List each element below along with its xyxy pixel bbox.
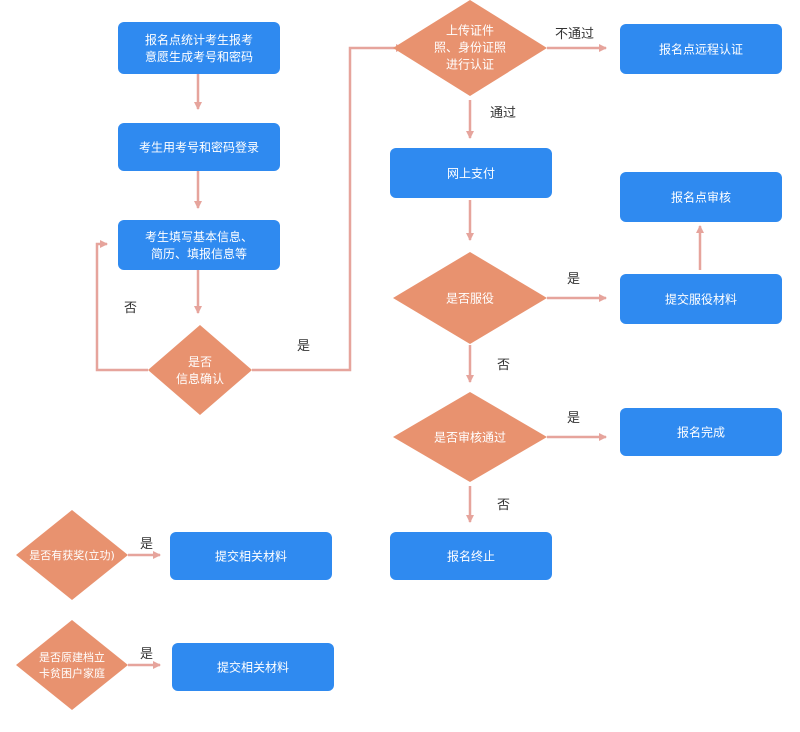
edge-label-yes-5: 是 [140,537,153,552]
svg-text:报名点审核: 报名点审核 [671,189,731,204]
node-n2: 考生用考号和密码登录 [118,123,280,171]
svg-text:上传证件照、身份证照进行认证: 上传证件照、身份证照进行认证 [434,22,506,71]
node-n3: 考生填写基本信息、简历、填报信息等 [118,220,280,270]
node-d3: 是否服役 [393,252,547,344]
svg-text:是否审核通过: 是否审核通过 [434,429,506,444]
node-d6: 是否原建档立卡贫困户家庭 [16,620,128,710]
node-text-line: 是否有获奖(立功) [29,548,115,562]
node-d5: 是否有获奖(立功) [16,510,128,600]
edge-label-yes-1: 是 [297,339,310,354]
node-n7: 提交服役材料 [620,274,782,324]
svg-text:是否信息确认: 是否信息确认 [176,355,224,386]
node-text-line: 是否服役 [446,290,494,305]
node-text-line: 考生填写基本信息、 [145,229,253,244]
node-text-line: 报名终止 [447,548,495,563]
node-n5: 网上支付 [390,148,552,198]
edge-label-pass-2: 通过 [490,106,516,121]
edge-d1-n3-no [95,240,148,372]
svg-text:报名终止: 报名终止 [447,548,495,563]
node-text-line: 是否审核通过 [434,429,506,444]
node-text-line: 是否 [188,355,212,369]
node-text-line: 照、身份证照 [434,39,506,54]
node-text-line: 网上支付 [447,166,495,180]
node-text-line: 卡贫困户家庭 [39,666,105,680]
svg-text:是否服役: 是否服役 [446,290,494,305]
svg-text:提交相关材料: 提交相关材料 [215,548,287,563]
svg-text:网上支付: 网上支付 [447,166,495,180]
svg-text:报名点统计考生报考意愿生成考号和密码: 报名点统计考生报考意愿生成考号和密码 [145,32,253,64]
svg-text:报名完成: 报名完成 [677,424,725,439]
node-text-line: 信息确认 [176,371,224,386]
svg-text:考生填写基本信息、简历、填报信息等: 考生填写基本信息、简历、填报信息等 [145,229,253,261]
svg-text:提交相关材料: 提交相关材料 [217,659,289,674]
node-text-line: 进行认证 [446,57,494,71]
svg-text:提交服役材料: 提交服役材料 [665,291,737,306]
svg-text:是否原建档立卡贫困户家庭: 是否原建档立卡贫困户家庭 [39,650,105,680]
edge-label-yes-3: 是 [567,272,580,287]
edge-d1-d2-yes [252,44,404,372]
node-n4: 报名点远程认证 [620,24,782,74]
edge-label-no-4: 否 [497,498,510,513]
node-text-line: 报名完成 [677,424,725,439]
node-text-line: 简历、填报信息等 [151,246,247,261]
edge-label-yes-4: 是 [567,411,580,426]
node-n6: 报名点审核 [620,172,782,222]
edge-label-no-1: 否 [124,301,137,316]
node-text-line: 报名点统计考生报考 [145,32,253,47]
node-text-line: 上传证件 [446,22,494,37]
node-text-line: 考生用考号和密码登录 [139,139,259,154]
node-n1: 报名点统计考生报考意愿生成考号和密码 [118,22,280,74]
edge-label-fail-2: 不通过 [555,27,594,42]
node-n8: 报名完成 [620,408,782,456]
node-d1: 是否信息确认 [148,325,252,415]
node-text-line: 报名点审核 [671,189,731,204]
edge-label-no-3: 否 [497,358,510,373]
node-text-line: 意愿生成考号和密码 [145,49,253,64]
node-text-line: 是否原建档立 [39,650,105,664]
svg-text:是否有获奖(立功): 是否有获奖(立功) [29,548,115,562]
node-d4: 是否审核通过 [393,392,547,482]
node-text-line: 提交服役材料 [665,291,737,306]
node-n10: 提交相关材料 [170,532,332,580]
node-d2: 上传证件照、身份证照进行认证 [393,0,547,96]
node-text-line: 提交相关材料 [217,659,289,674]
node-text-line: 报名点远程认证 [659,41,743,56]
edge-label-yes-6: 是 [140,647,153,662]
node-n11: 提交相关材料 [172,643,334,691]
node-n9: 报名终止 [390,532,552,580]
node-text-line: 提交相关材料 [215,548,287,563]
svg-text:考生用考号和密码登录: 考生用考号和密码登录 [139,139,259,154]
svg-text:报名点远程认证: 报名点远程认证 [659,41,743,56]
